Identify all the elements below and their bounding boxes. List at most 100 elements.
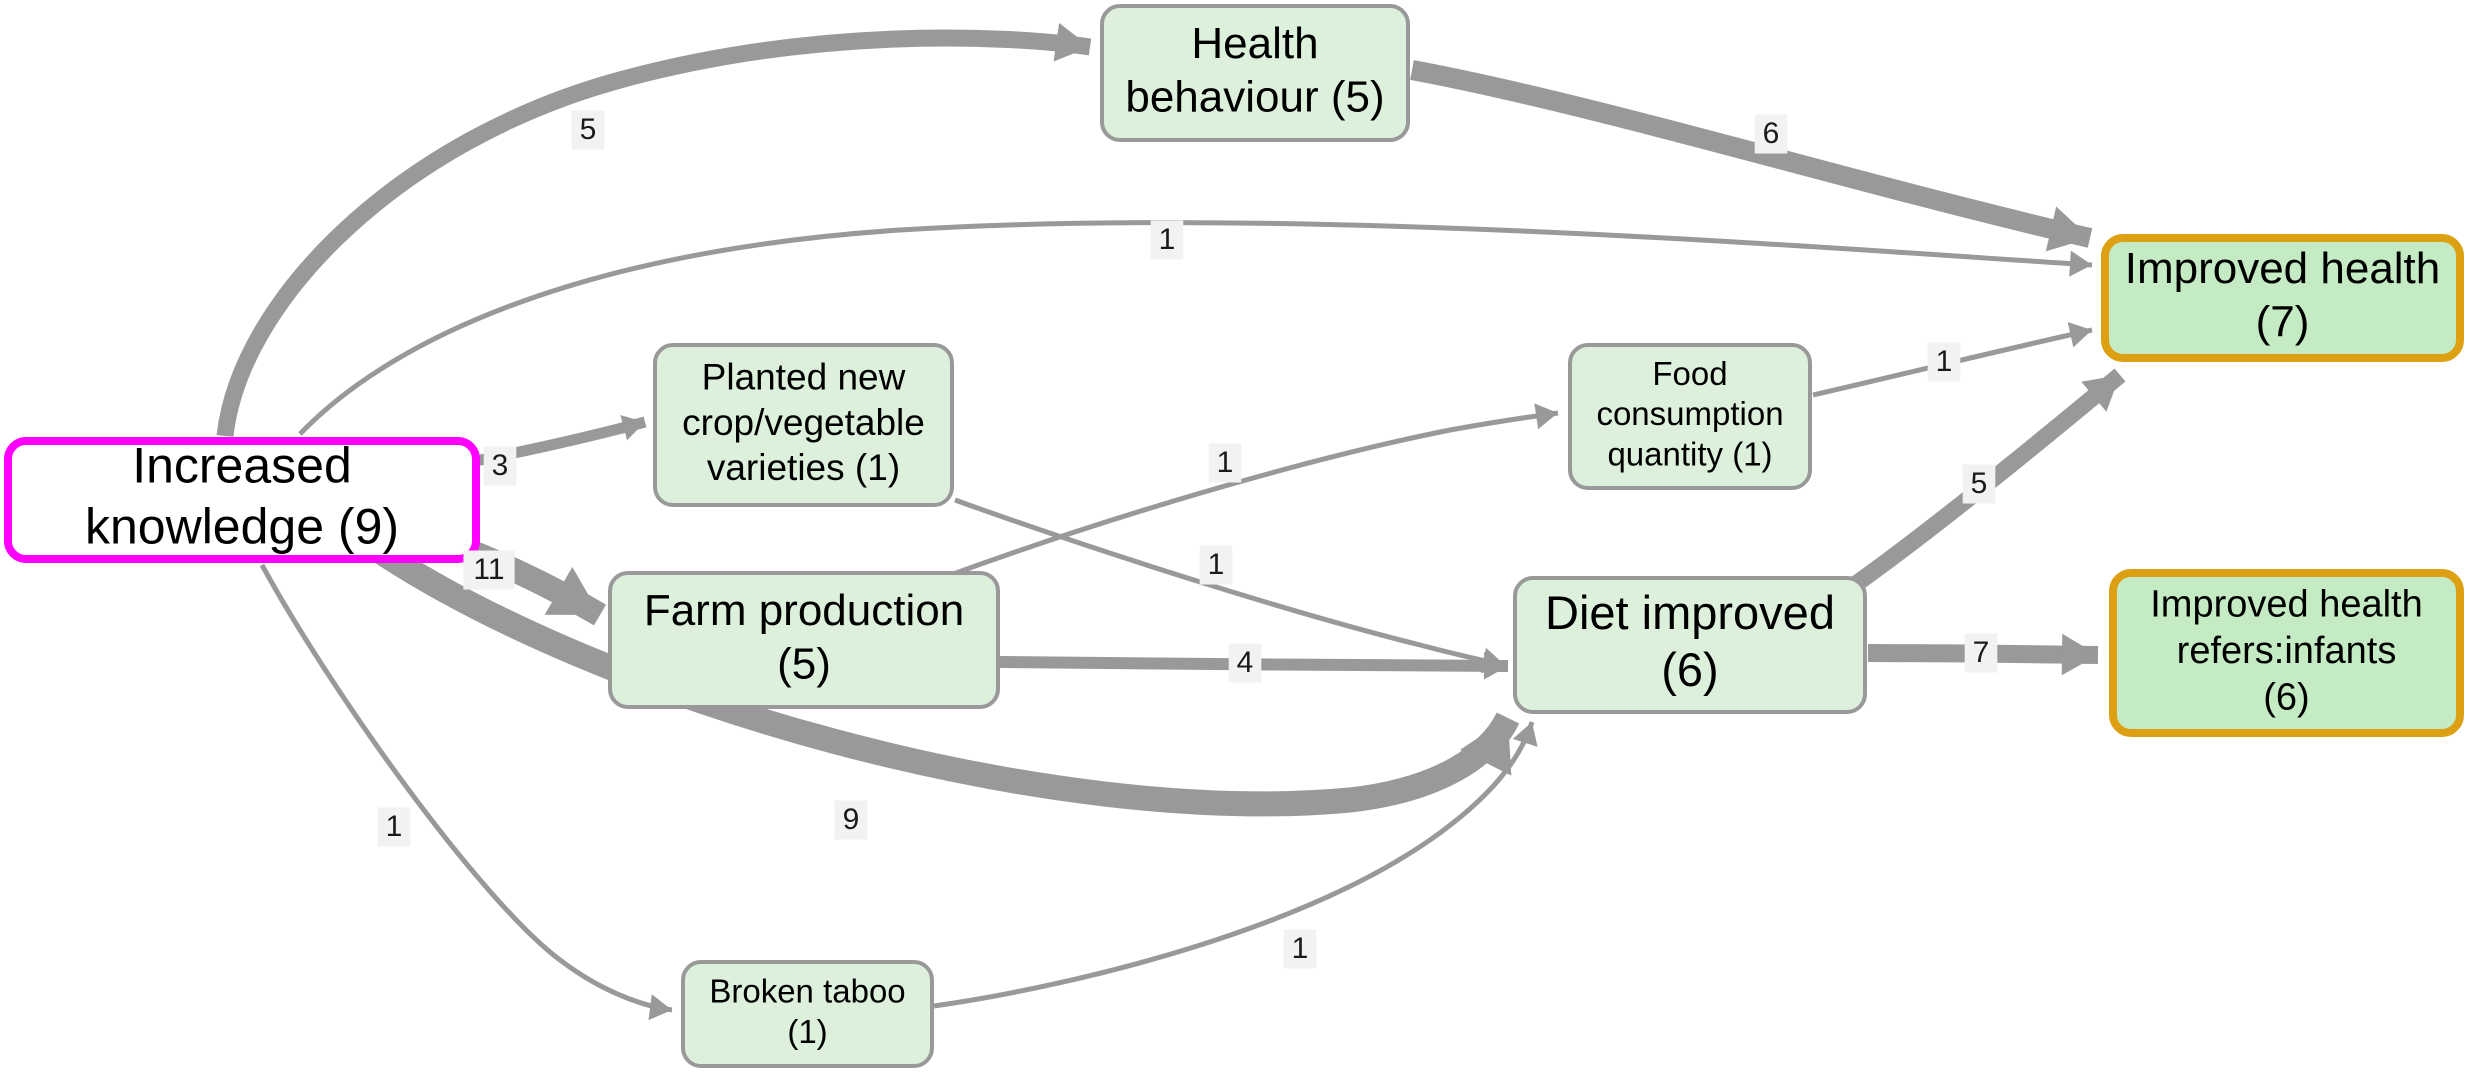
node-label-line: (5) [777, 639, 831, 688]
edge-label-text: 4 [1237, 646, 1254, 679]
edge-label-text: 5 [1971, 467, 1988, 500]
edge-line [933, 721, 1535, 1009]
edge-weight-label: 5 [1962, 464, 1996, 504]
node-label-line: crop/vegetable [682, 402, 925, 443]
arrowhead-icon [1512, 722, 1538, 747]
edge-label-text: 1 [1936, 345, 1953, 378]
node-label-line: Improved health [2150, 584, 2423, 626]
edge-label-text: 9 [843, 803, 860, 836]
node-broken-taboo[interactable]: Broken taboo(1) [681, 960, 934, 1068]
edge-line [944, 410, 1559, 580]
node-improved-health[interactable]: Improved health(7) [2101, 234, 2464, 362]
edge-weight-label: 1 [1150, 220, 1184, 260]
node-label-line: consumption [1596, 395, 1783, 432]
node-box [653, 343, 954, 507]
arrowhead-icon [648, 994, 672, 1021]
edge-label-chip [1964, 633, 1998, 673]
node-label-line: refers:infants [2177, 630, 2397, 672]
edge-label-chip [1927, 342, 1961, 382]
edge-weight-label: 1 [377, 807, 411, 847]
edge-weight-label: 1 [1283, 929, 1317, 969]
edge-increased-knowledge-to-broken-taboo[interactable] [259, 563, 673, 1021]
node-box [681, 960, 934, 1068]
arrowhead-icon [1053, 22, 1090, 62]
edge-label-text: 1 [1292, 932, 1309, 965]
edge-increased-knowledge-to-health-behaviour[interactable] [216, 22, 1092, 437]
edge-line [216, 29, 1092, 437]
node-label-line: Broken taboo [709, 973, 905, 1010]
edge-line [954, 497, 1506, 668]
edge-label-text: 1 [1159, 223, 1176, 256]
edge-label-text: 5 [580, 113, 597, 146]
edge-line [259, 563, 673, 1013]
arrowhead-icon [2081, 375, 2120, 412]
edge-increased-knowledge-to-diet-improved[interactable] [365, 535, 1520, 817]
arrowhead-icon [544, 567, 600, 615]
edge-label-text: 11 [473, 553, 504, 586]
edge-farm-production-to-food-consumption-quantity[interactable] [944, 403, 1559, 580]
node-label-line: quantity (1) [1607, 435, 1772, 472]
node-box [1568, 343, 1812, 490]
edge-weight-label: 3 [483, 446, 517, 486]
arrowhead-icon [1534, 403, 1558, 430]
edge-label-chip [1754, 114, 1788, 154]
node-label-line: Planted new [702, 357, 906, 398]
edge-label-chip [1150, 220, 1184, 260]
edge-label-text: 7 [1973, 636, 1990, 669]
edge-weight-label: 1 [1208, 443, 1242, 483]
node-label-line: Food [1652, 355, 1727, 392]
node-label-line: behaviour (5) [1125, 72, 1384, 121]
edge-weight-label: 11 [463, 550, 515, 590]
edge-weight-label: 1 [1927, 342, 1961, 382]
edge-line [365, 535, 1520, 817]
edge-label-chip [483, 446, 517, 486]
edge-weight-label: 6 [1754, 114, 1788, 154]
node-label-line: (6) [1661, 643, 1718, 696]
edge-label-chip [1228, 643, 1262, 683]
arrowhead-icon [1459, 718, 1512, 776]
edge-increased-knowledge-to-improved-health[interactable] [298, 220, 2093, 436]
edge-label-chip [1283, 929, 1317, 969]
arrowhead-icon [1483, 652, 1508, 680]
edge-line [298, 220, 2093, 436]
node-label-line: Diet improved [1545, 586, 1835, 639]
node-label-line: (7) [2256, 297, 2310, 346]
edge-line [1410, 60, 2093, 248]
edge-label-text: 1 [1217, 446, 1234, 479]
edge-weight-label: 1 [1199, 545, 1233, 585]
edge-label-text: 3 [492, 449, 509, 482]
edge-label-chip [463, 550, 515, 590]
node-box [4, 437, 480, 563]
edge-broken-taboo-to-diet-improved[interactable] [933, 721, 1538, 1009]
edge-weight-label: 5 [571, 110, 605, 150]
node-label-line: Farm production [644, 586, 964, 635]
edge-label-text: 1 [386, 810, 403, 843]
arrowhead-icon [2045, 206, 2090, 252]
node-box [608, 571, 1000, 709]
edge-label-chip [834, 800, 868, 840]
edge-weight-label: 7 [1964, 633, 1998, 673]
node-label-line: Increased [132, 438, 352, 494]
node-box [1513, 576, 1867, 714]
arrowhead-icon [2069, 250, 2092, 277]
node-label-line: Health [1191, 19, 1318, 68]
arrowhead-icon [620, 415, 645, 441]
edge-health-behaviour-to-improved-health[interactable] [1410, 60, 2093, 252]
edge-label-chip [1199, 545, 1233, 585]
node-label-line: (6) [2263, 676, 2309, 718]
node-diet-improved[interactable]: Diet improved(6) [1513, 576, 1867, 714]
edge-label-chip [571, 110, 605, 150]
edge-label-chip [377, 807, 411, 847]
node-farm-production[interactable]: Farm production(5) [608, 571, 1000, 709]
edges-layer [216, 22, 2126, 1021]
edge-label-chip [1208, 443, 1242, 483]
